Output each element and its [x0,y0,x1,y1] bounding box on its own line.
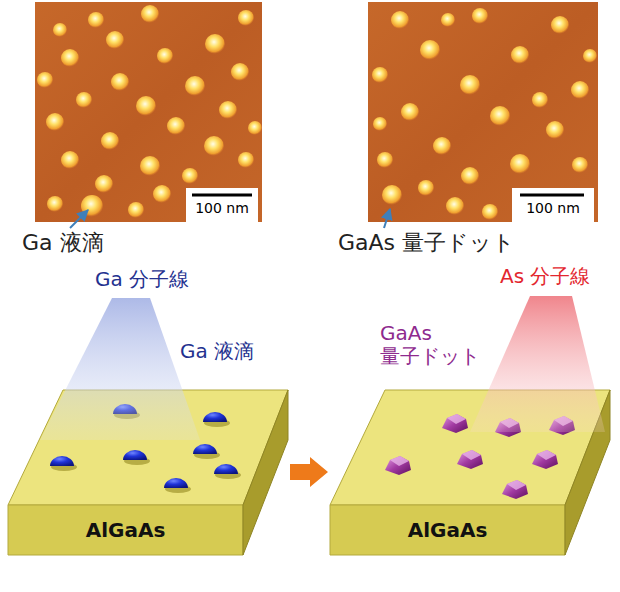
as-molecular-beam [470,296,605,432]
scale-bar-label: 100 nm [512,200,594,216]
leader-arrow [70,210,88,228]
scale-bar-label: 100 nm [186,200,258,216]
layer-label: AlGaAs [330,505,565,555]
leader-arrow [384,209,390,228]
substrate-block: AlGaAs [8,390,288,555]
afm-image-quantum-dots [368,2,598,222]
ga-molecular-beam [40,298,200,440]
quantum-dot-label: GaAs 量子ドット [380,322,498,368]
beam-label: As 分子線 [500,265,590,288]
image-caption: GaAs 量子ドット [338,230,515,255]
substrate-block: AlGaAs [330,390,610,555]
droplet-label: Ga 液滴 [180,340,254,363]
image-caption: Ga 液滴 [22,230,104,255]
process-arrow [290,457,328,487]
layer-label: AlGaAs [8,505,243,555]
afm-image-droplets [35,2,262,222]
beam-label: Ga 分子線 [95,268,189,291]
